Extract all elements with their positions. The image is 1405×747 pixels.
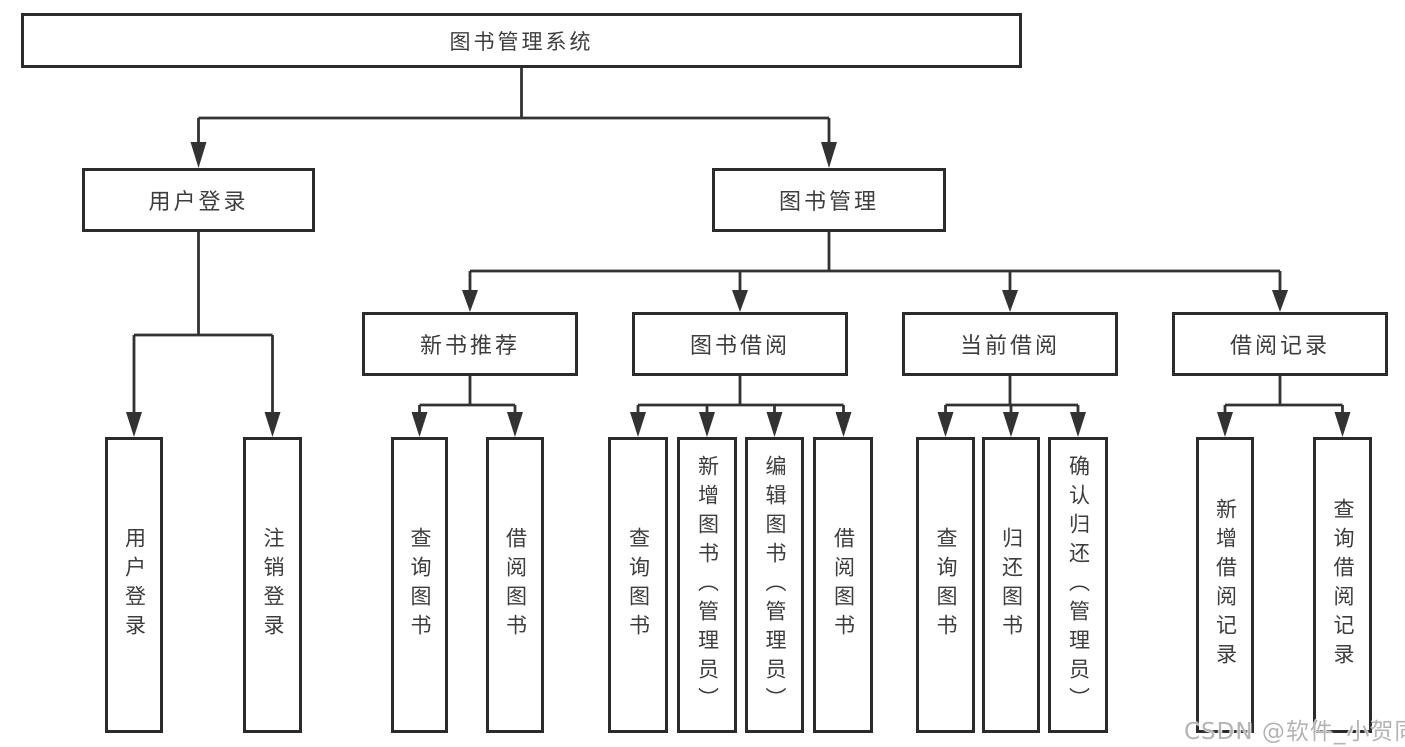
leaf-label: 查询图书 <box>934 527 958 643</box>
leaf-query-books-borrowing: 查询图书 <box>608 437 668 733</box>
csdn-watermark: CSDN @软件_小贺同学 <box>1184 719 1405 745</box>
node-book-borrowing: 图书借阅 <box>632 312 848 376</box>
node-current-borrowing: 当前借阅 <box>902 312 1118 376</box>
node-library-management-system: 图书管理系统 <box>21 13 1022 68</box>
leaf-borrow-books: 借阅图书 <box>813 437 873 733</box>
leaf-label: 编辑图书（管理员） <box>763 454 787 716</box>
node-borrow-records: 借阅记录 <box>1172 312 1388 376</box>
leaf-query-books-recommend: 查询图书 <box>391 437 448 733</box>
node-book-management: 图书管理 <box>712 168 946 232</box>
node-label: 图书管理 <box>778 190 879 215</box>
leaf-label: 新增图书（管理员） <box>695 454 720 716</box>
node-new-book-recommend: 新书推荐 <box>362 312 578 376</box>
node-label: 借阅记录 <box>1229 334 1330 359</box>
leaf-logout: 注销登录 <box>243 437 302 733</box>
leaf-query-books-current: 查询图书 <box>916 437 975 733</box>
leaf-label: 新增借阅记录 <box>1213 498 1238 672</box>
leaf-label: 查询图书 <box>626 527 651 643</box>
arrowhead-icons <box>126 142 1351 437</box>
leaf-label: 归还图书 <box>999 527 1024 643</box>
leaf-label: 用户登录 <box>122 527 147 643</box>
node-label: 当前借阅 <box>959 334 1060 359</box>
node-label: 图书管理系统 <box>449 29 594 54</box>
leaf-label: 借阅图书 <box>831 527 856 643</box>
leaf-add-borrow-record: 新增借阅记录 <box>1196 437 1254 733</box>
leaf-label: 查询借阅记录 <box>1331 498 1355 672</box>
node-user-login: 用户登录 <box>82 168 315 232</box>
leaf-label: 确认归还（管理员） <box>1066 454 1091 716</box>
leaf-label: 借阅图书 <box>503 527 528 643</box>
leaf-add-books-admin: 新增图书（管理员） <box>677 437 737 733</box>
leaf-borrow-books-recommend: 借阅图书 <box>486 437 544 733</box>
node-label: 用户登录 <box>148 190 249 215</box>
leaf-user-login: 用户登录 <box>105 437 163 733</box>
leaf-label: 查询图书 <box>408 527 432 643</box>
node-label: 新书推荐 <box>419 334 520 359</box>
leaf-return-books: 归还图书 <box>982 437 1040 733</box>
node-label: 图书借阅 <box>689 334 790 359</box>
leaf-confirm-return-admin: 确认归还（管理员） <box>1048 437 1108 733</box>
leaf-label: 注销登录 <box>261 527 285 643</box>
leaf-query-borrow-record: 查询借阅记录 <box>1313 437 1372 733</box>
leaf-edit-books-admin: 编辑图书（管理员） <box>745 437 804 733</box>
